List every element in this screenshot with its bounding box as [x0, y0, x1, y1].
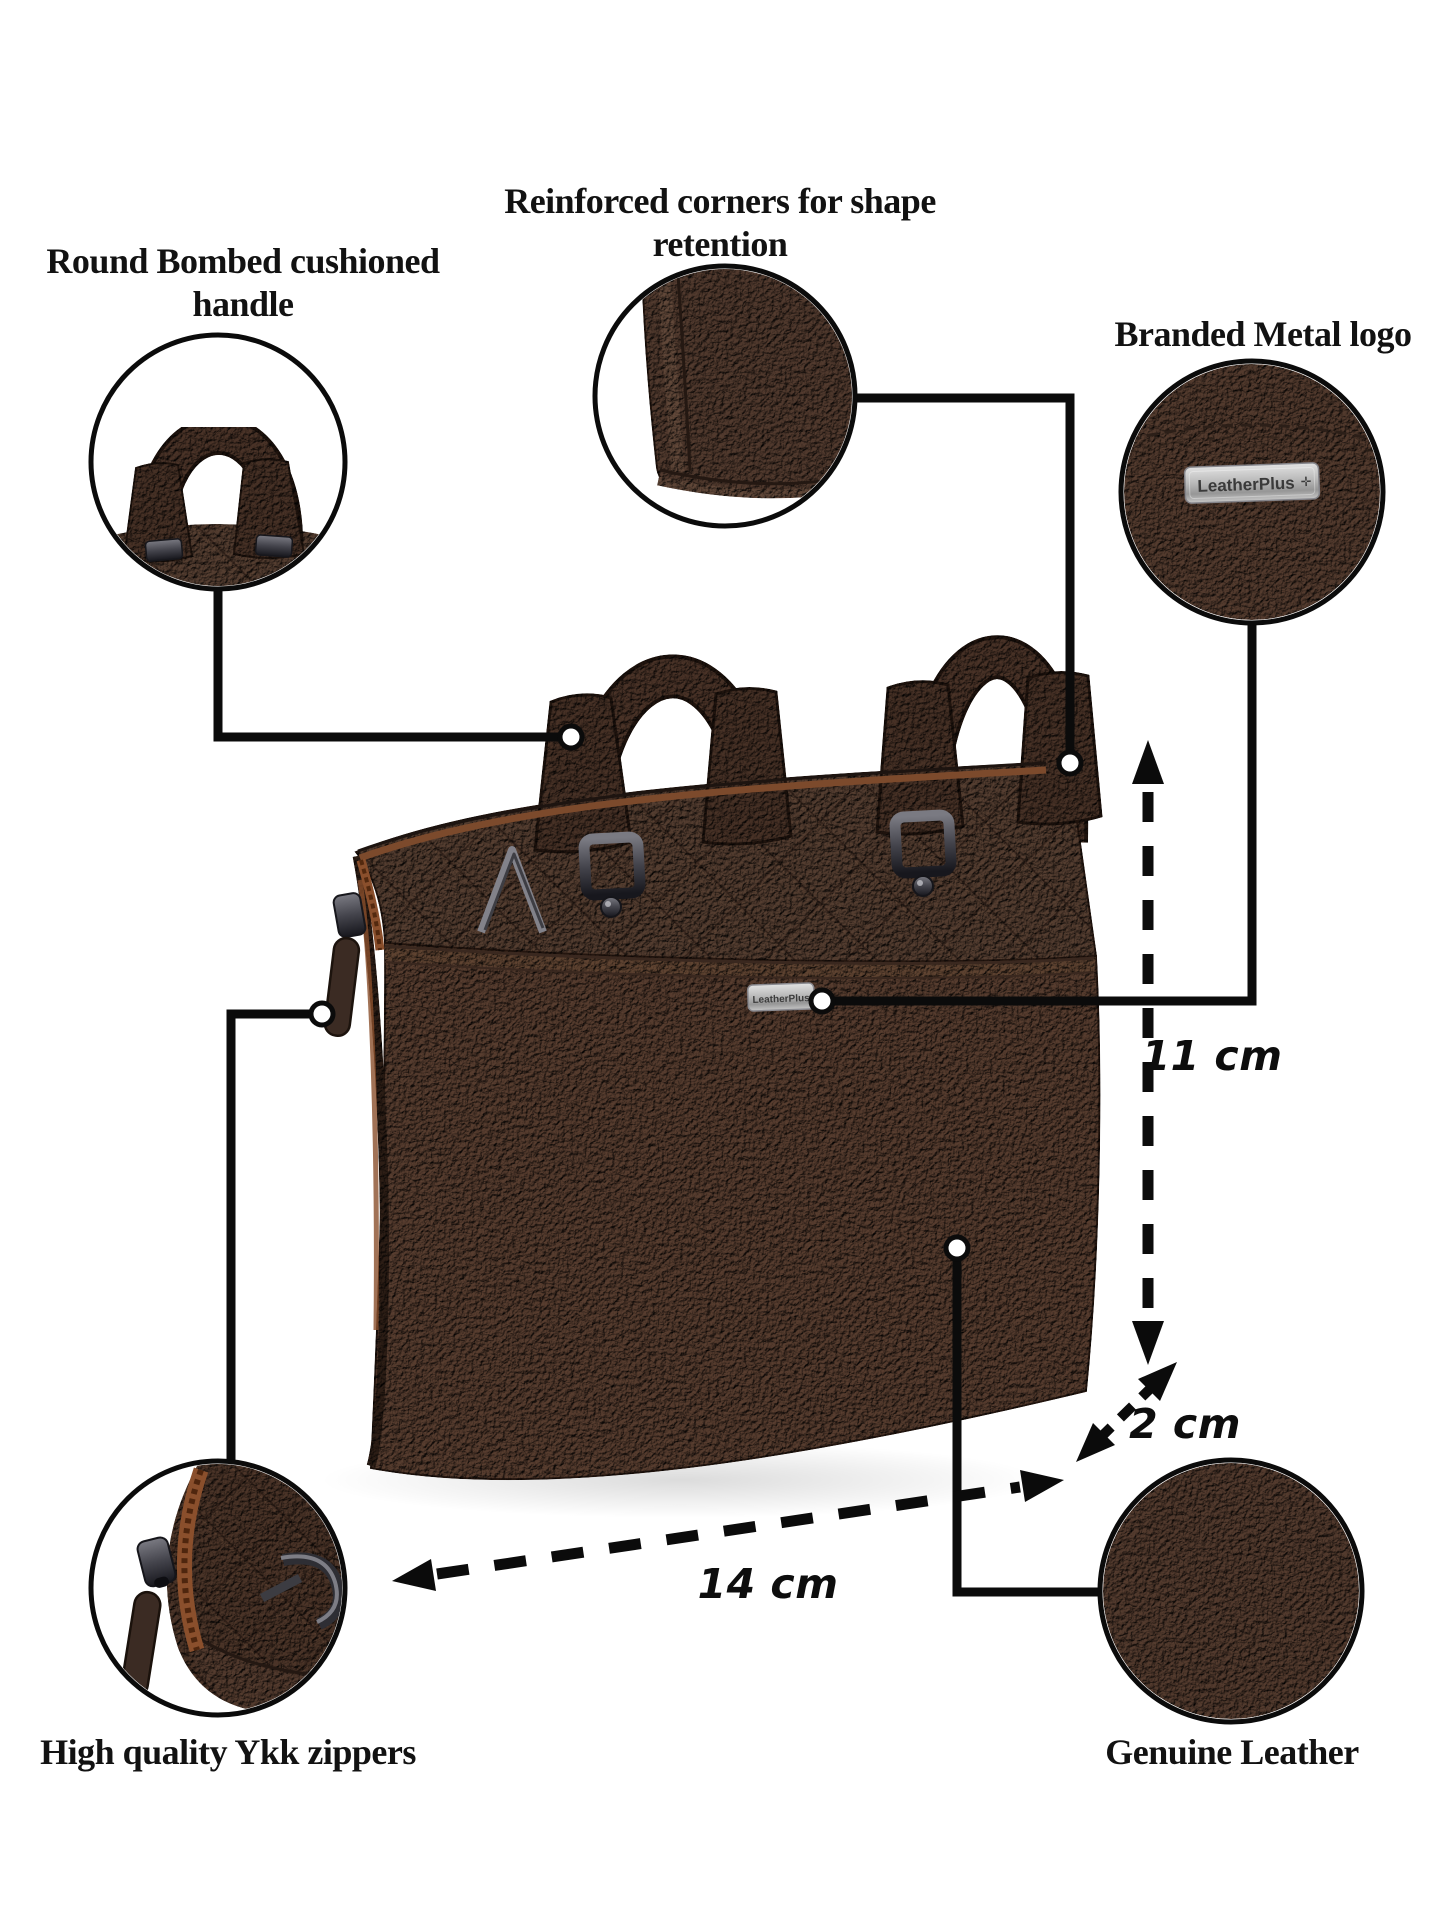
zipper-corner-coil	[359, 859, 382, 951]
callout-dot-corners	[1056, 749, 1084, 777]
detail-circle-logo-ring	[1118, 358, 1386, 626]
bag-top-zipper-tape	[358, 766, 1047, 862]
detail-circle-handle-ring	[88, 332, 348, 592]
brand-name-on-bag: LeatherPlus	[752, 993, 810, 1006]
dimension-label-depth: 2 cm	[1129, 1400, 1241, 1448]
triangle-ring-icon	[477, 846, 547, 934]
bag: LeatherPlus	[323, 635, 1103, 1481]
rivet-left	[600, 896, 622, 918]
callout-dot-zippers	[308, 1000, 336, 1028]
dimension-label-height: 11 cm	[1141, 1032, 1283, 1080]
callout-dot-handle	[557, 723, 585, 751]
rivet-right	[912, 875, 934, 897]
metal-logo-plate-detail: LeatherPlus ✛	[1183, 462, 1321, 504]
metal-logo-plate-on-bag: LeatherPlus	[746, 982, 816, 1012]
metal-keeper-right	[889, 809, 957, 879]
detail-circle-corners-ring	[592, 263, 858, 529]
metal-keeper-left	[578, 831, 646, 901]
bag-hem-stitch-top	[384, 944, 1095, 965]
callout-dots	[308, 723, 1084, 1262]
dimension-arrow-width	[392, 1470, 1064, 1591]
dimension-arrow-depth	[1076, 1362, 1177, 1462]
bag-top-edge-line	[357, 761, 1047, 853]
zipper-slider	[332, 892, 367, 939]
zipper-coil-detail	[181, 1469, 204, 1651]
zipper-pull-detail	[120, 1590, 162, 1699]
callout-line-zippers	[226, 1009, 333, 1461]
detail-circle-leather-ring	[1097, 1457, 1365, 1725]
rivet-left-highlight	[605, 901, 611, 907]
bag-front-panel	[369, 941, 1101, 1481]
detail-circle-handle	[88, 332, 348, 592]
callout-lines	[213, 393, 1257, 1597]
detail-circle-leather	[1097, 1457, 1365, 1725]
callout-label-handle: Round Bombed cushioned handle	[46, 241, 440, 325]
detail-circle-corners	[592, 263, 858, 529]
bag-leather-parts	[352, 635, 1103, 1481]
detail-circle-logo: LeatherPlus ✛	[1118, 358, 1386, 626]
brand-mark-icon: ✛	[1300, 475, 1312, 490]
detail-circle-zippers	[88, 1458, 348, 1718]
rivet-right-highlight	[917, 880, 923, 886]
zipper-slider-detail	[136, 1536, 177, 1588]
brand-name-plate: LeatherPlus	[1197, 474, 1295, 496]
dimension-label-width: 14 cm	[697, 1560, 839, 1608]
dimension-arrow-height	[1132, 740, 1164, 1365]
callout-line-leather	[952, 1259, 1100, 1597]
callout-line-corners	[855, 393, 1075, 752]
bag-hem-stitch-bottom	[384, 961, 1093, 979]
d-ring-icon	[259, 1552, 342, 1630]
detail-circle-zippers-ring	[88, 1458, 348, 1718]
callout-dot-logo	[808, 987, 836, 1015]
callout-dot-leather	[943, 1234, 971, 1262]
callout-label-zippers: High quality Ykk zippers	[40, 1732, 416, 1772]
callout-label-logo: Branded Metal logo	[1114, 314, 1412, 354]
callout-line-handle	[213, 589, 560, 742]
callout-line-logo	[834, 623, 1257, 1006]
callout-label-corners: Reinforced corners for shape retention	[504, 181, 936, 265]
callout-label-leather: Genuine Leather	[1105, 1732, 1359, 1772]
